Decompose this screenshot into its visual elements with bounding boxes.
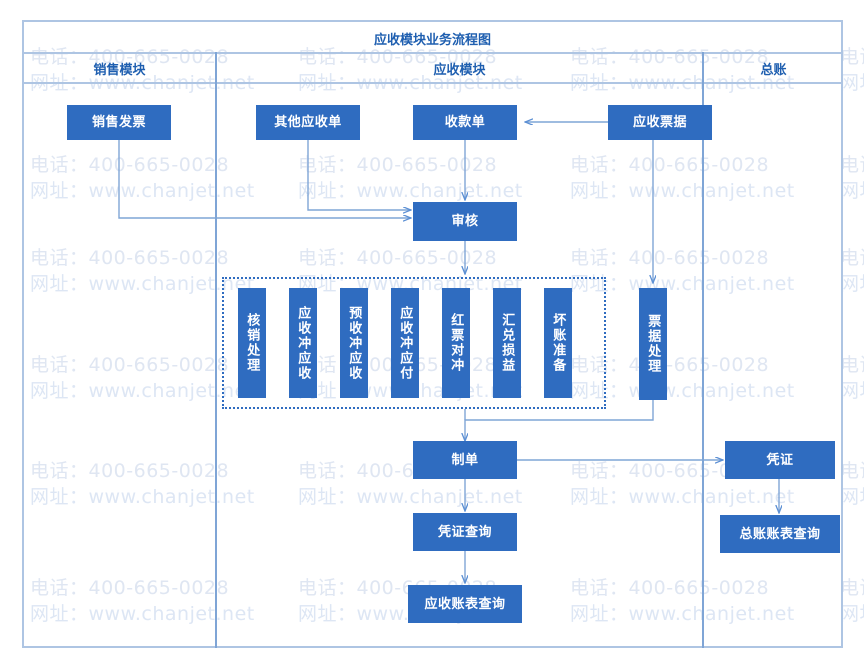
watermark-website: 网址：www.chanjet.net: [840, 180, 864, 202]
watermark-phone: 电话：400-665-0028: [840, 247, 864, 269]
node-writeoff-process[interactable]: 核销处理: [238, 288, 266, 398]
node-fx-gain-loss[interactable]: 汇兑损益: [493, 288, 521, 398]
watermark-phone: 电话：400-665-0028: [840, 46, 864, 68]
watermark-phone: 电话：400-665-0028: [840, 154, 864, 176]
node-gl-report-query[interactable]: 总账账表查询: [720, 515, 840, 553]
node-ar-report-query[interactable]: 应收账表查询: [408, 585, 522, 623]
node-bad-debt-provision[interactable]: 坏账准备: [544, 288, 572, 398]
node-red-bill-offset[interactable]: 红票对冲: [442, 288, 470, 398]
watermark-website: 网址：www.chanjet.net: [840, 273, 864, 295]
node-ar-offset-ar[interactable]: 应收冲应收: [289, 288, 317, 398]
watermark-website: 网址：www.chanjet.net: [840, 72, 864, 94]
diagram-frame: [22, 20, 843, 648]
node-voucher-query[interactable]: 凭证查询: [413, 513, 517, 551]
node-bill-process[interactable]: 票据处理: [639, 288, 667, 400]
node-prepaid-offset-ar[interactable]: 预收冲应收: [340, 288, 368, 398]
lane-header-receivable: 应收模块: [433, 62, 486, 77]
page-title: 应收模块业务流程图: [373, 32, 491, 47]
watermark-website: 网址：www.chanjet.net: [840, 380, 864, 402]
watermark-website: 网址：www.chanjet.net: [840, 603, 864, 625]
watermark-phone: 电话：400-665-0028: [840, 577, 864, 599]
node-ar-offset-ap[interactable]: 应收冲应付: [391, 288, 419, 398]
lane-header-sales: 销售模块: [93, 62, 146, 77]
watermark-phone: 电话：400-665-0028: [840, 460, 864, 482]
lane-header-ledger: 总账: [760, 62, 787, 77]
header-divider: [22, 82, 843, 84]
writeoff-group-boundary: [222, 277, 606, 409]
lane-divider-receivable-ledger: [702, 52, 704, 648]
watermark-website: 网址：www.chanjet.net: [840, 486, 864, 508]
node-other-receivable[interactable]: 其他应收单: [256, 105, 360, 140]
node-receivable-bill[interactable]: 应收票据: [608, 105, 712, 140]
title-divider: [22, 52, 843, 54]
watermark-phone: 电话：400-665-0028: [840, 354, 864, 376]
node-review[interactable]: 审核: [413, 202, 517, 241]
node-make-voucher[interactable]: 制单: [413, 441, 517, 479]
node-sales-invoice[interactable]: 销售发票: [67, 105, 171, 140]
node-voucher[interactable]: 凭证: [725, 441, 835, 479]
node-receipt-note[interactable]: 收款单: [413, 105, 517, 140]
lane-divider-sales-receivable: [215, 52, 217, 648]
